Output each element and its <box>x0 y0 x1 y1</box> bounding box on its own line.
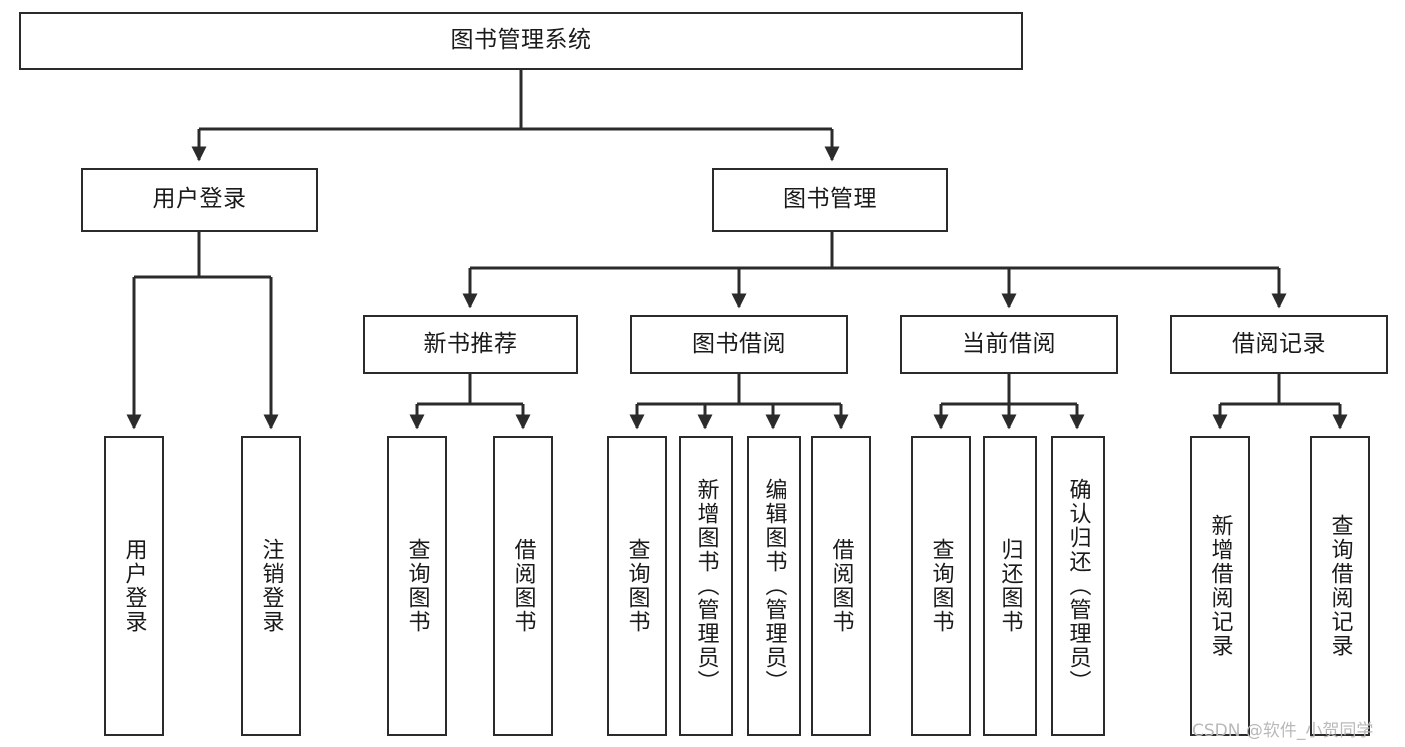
leaf-logout[interactable]: 注销登录 <box>241 436 301 736</box>
node-label: 图书管理 <box>783 186 877 213</box>
leaf-confirm-return-admin[interactable]: 确认归还（管理员） <box>1051 436 1105 736</box>
csdn-watermark: CSDN @软件_小贺同学 <box>1192 721 1374 741</box>
node-book-management[interactable]: 图书管理 <box>712 168 948 232</box>
node-label: 查询图书 <box>928 538 954 634</box>
node-label: 用户登录 <box>121 538 147 634</box>
leaf-query-book-cb[interactable]: 查询图书 <box>911 436 971 736</box>
node-book-borrow[interactable]: 图书借阅 <box>630 315 848 374</box>
node-label: 新书推荐 <box>423 330 518 357</box>
node-label: 确认归还（管理员） <box>1065 478 1091 694</box>
node-label: 图书借阅 <box>692 330 786 357</box>
node-label: 借阅记录 <box>1232 330 1326 357</box>
node-label: 新增图书（管理员） <box>693 478 719 694</box>
node-label: 图书管理系统 <box>450 27 592 54</box>
leaf-query-book-nb[interactable]: 查询图书 <box>387 436 447 736</box>
node-label: 查询图书 <box>624 538 650 634</box>
leaf-query-book-bb[interactable]: 查询图书 <box>607 436 667 736</box>
node-label: 编辑图书（管理员） <box>761 478 787 694</box>
leaf-query-borrow-record[interactable]: 查询借阅记录 <box>1310 436 1370 736</box>
leaf-return-book[interactable]: 归还图书 <box>983 436 1037 736</box>
node-label: 借阅图书 <box>510 538 536 634</box>
node-current-borrow[interactable]: 当前借阅 <box>900 315 1118 374</box>
node-new-book-recommend[interactable]: 新书推荐 <box>363 315 578 374</box>
leaf-borrow-book-bb[interactable]: 借阅图书 <box>811 436 871 736</box>
node-root-book-management-system[interactable]: 图书管理系统 <box>19 12 1023 70</box>
node-label: 归还图书 <box>997 538 1023 634</box>
node-label: 用户登录 <box>152 186 247 213</box>
leaf-borrow-book-nb[interactable]: 借阅图书 <box>493 436 553 736</box>
leaf-add-borrow-record[interactable]: 新增借阅记录 <box>1190 436 1250 736</box>
node-label: 新增借阅记录 <box>1207 514 1233 658</box>
node-user-login[interactable]: 用户登录 <box>81 168 318 232</box>
leaf-add-book-admin[interactable]: 新增图书（管理员） <box>679 436 733 736</box>
node-label: 查询借阅记录 <box>1327 514 1353 658</box>
node-borrow-record[interactable]: 借阅记录 <box>1170 315 1388 374</box>
leaf-edit-book-admin[interactable]: 编辑图书（管理员） <box>747 436 801 736</box>
node-label: 借阅图书 <box>828 538 854 634</box>
node-label: 注销登录 <box>258 538 284 634</box>
leaf-user-login[interactable]: 用户登录 <box>104 436 164 736</box>
node-label: 当前借阅 <box>962 330 1056 357</box>
node-label: 查询图书 <box>404 538 430 634</box>
